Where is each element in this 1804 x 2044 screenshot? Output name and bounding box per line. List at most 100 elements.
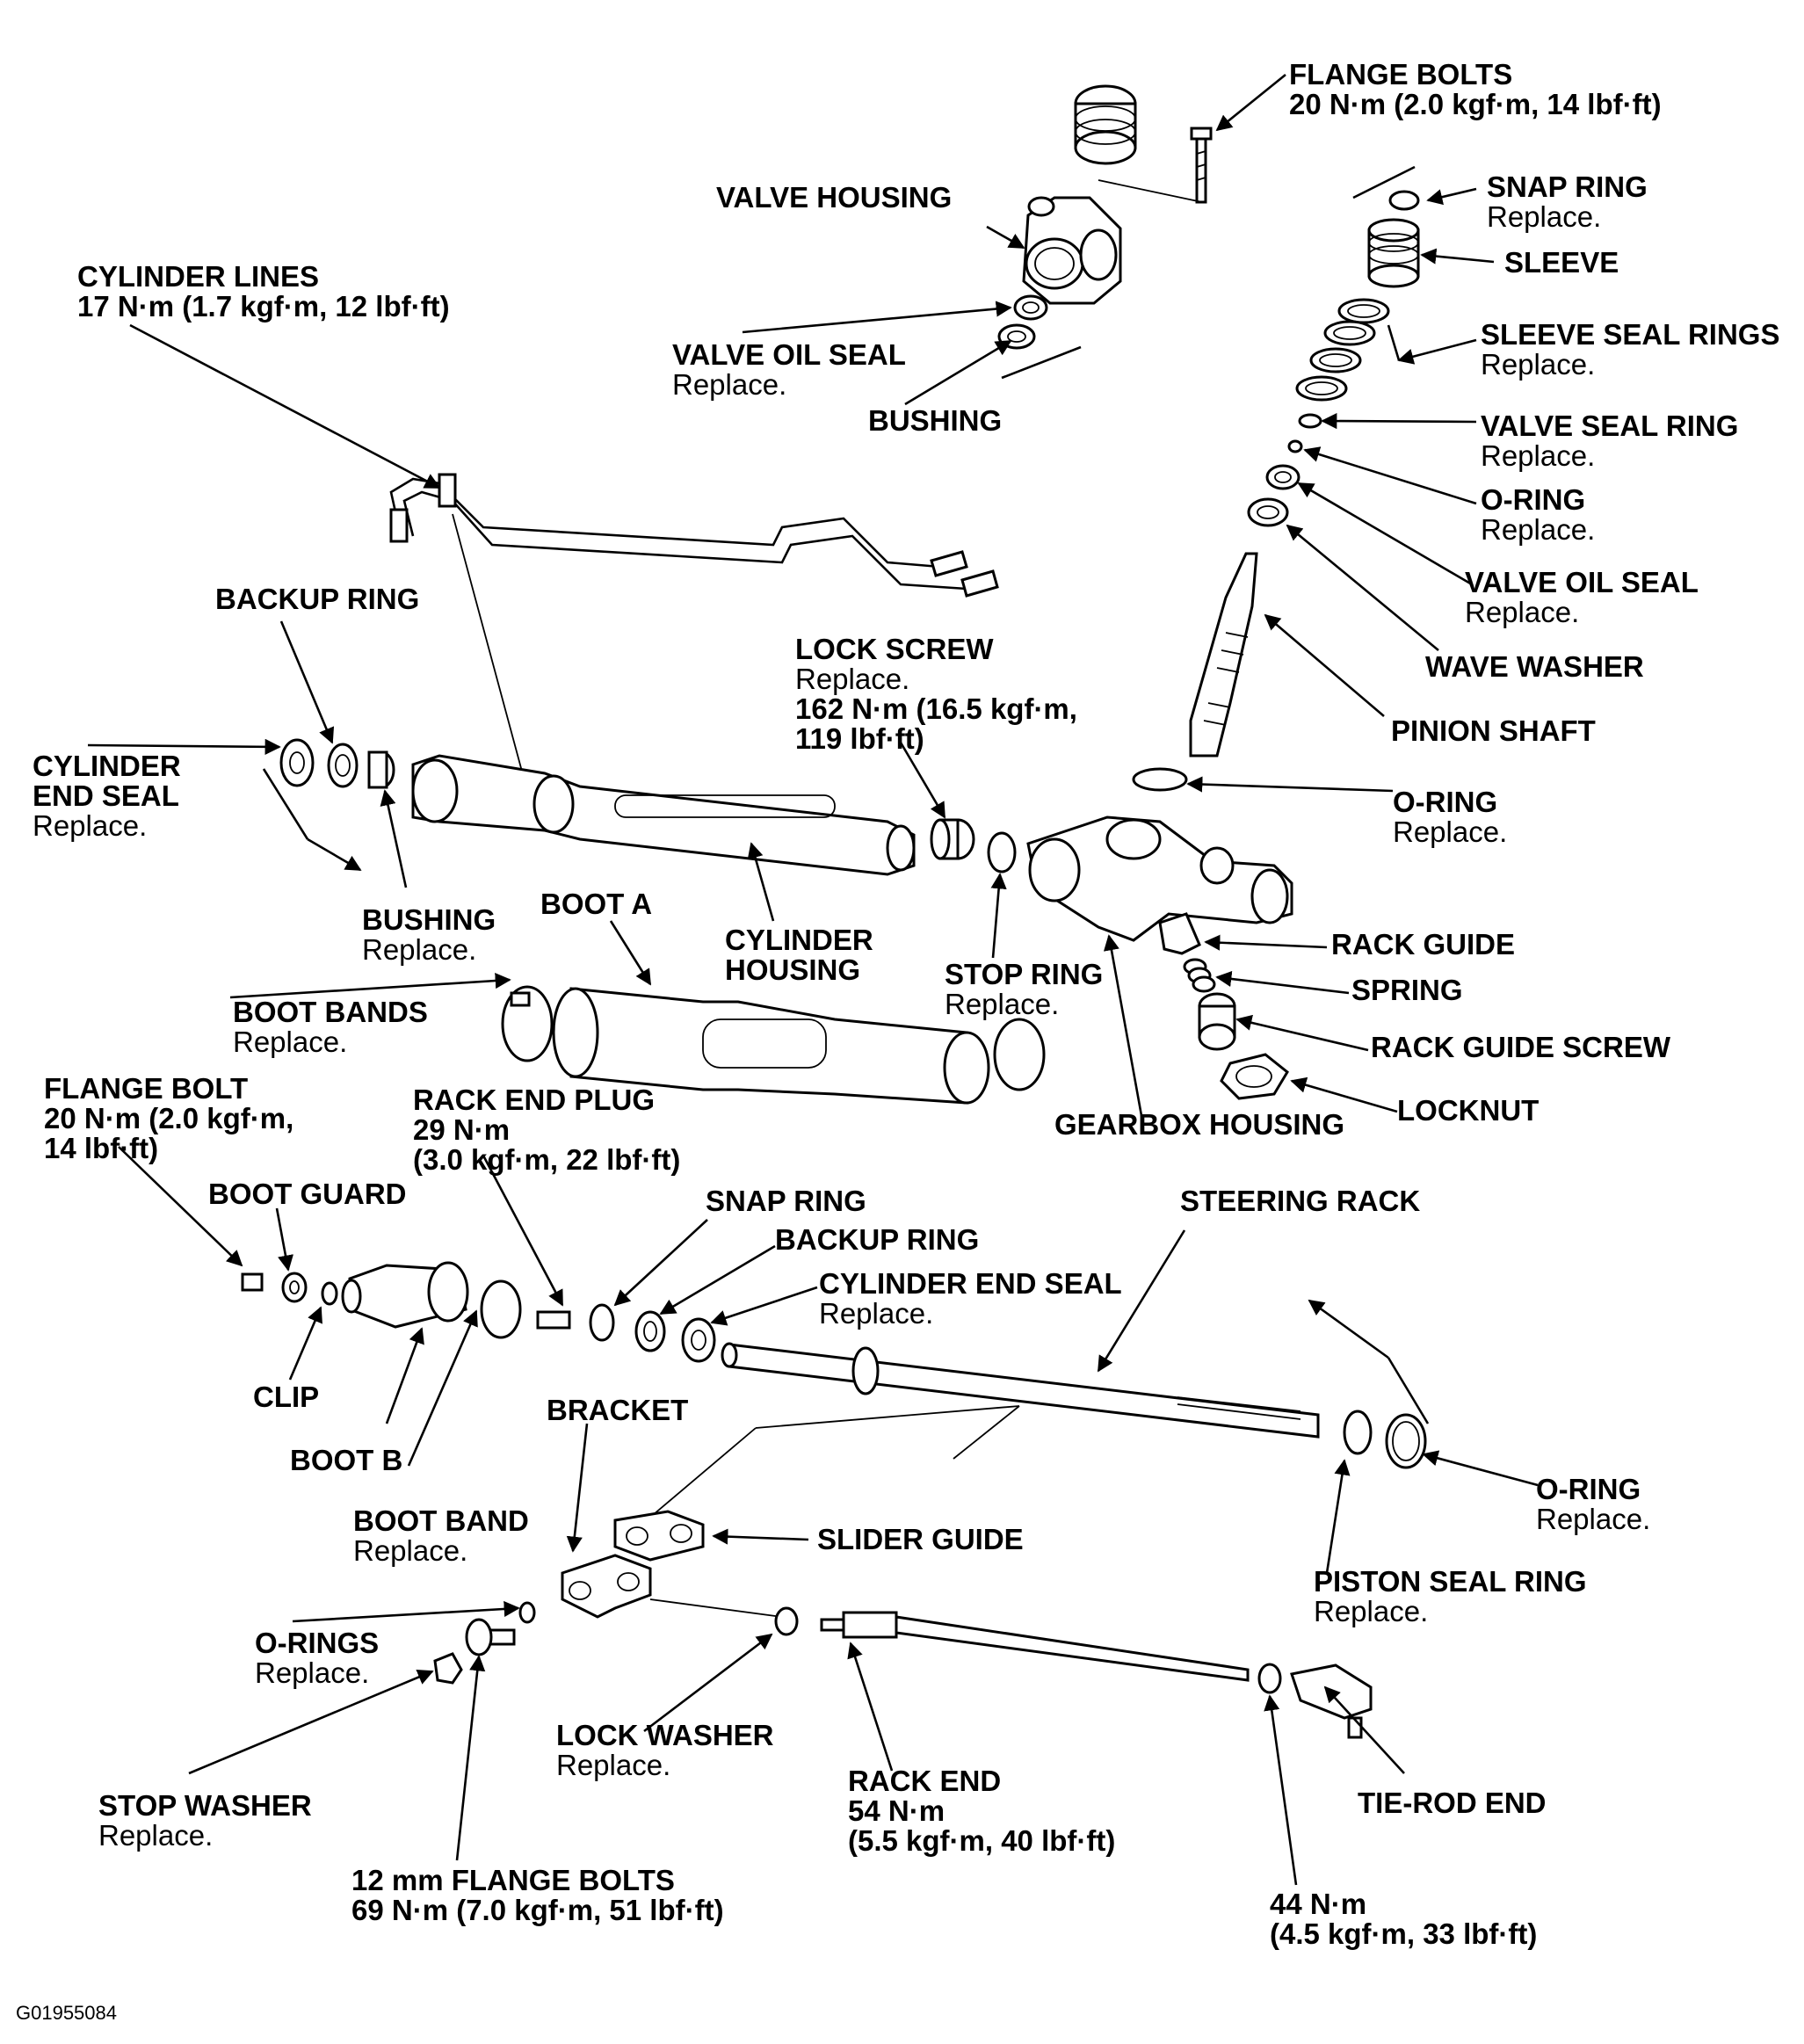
cylinder-lines-part bbox=[389, 473, 999, 598]
rack-end-label: RACK END 54 N·m (5.5 kgf·m, 40 lbf·ft) bbox=[848, 1765, 1116, 1857]
boot-bands-label: BOOT BANDS Replace. bbox=[233, 996, 428, 1058]
boot-guard-label: BOOT GUARD bbox=[208, 1178, 407, 1210]
snap-ring-top-part bbox=[1388, 190, 1420, 211]
boot-guard-part bbox=[281, 1272, 308, 1303]
stop-ring-label: STOP RING Replace. bbox=[945, 958, 1104, 1020]
backup-ring-bottom-label: BACKUP RING bbox=[775, 1223, 980, 1256]
slider-guide-label: SLIDER GUIDE bbox=[817, 1523, 1024, 1555]
lock-screw-part bbox=[930, 818, 975, 860]
valve-housing-part bbox=[1022, 196, 1122, 305]
tie-rod-end-part bbox=[1290, 1663, 1373, 1739]
sleeve-seal-rings-part bbox=[1295, 298, 1390, 402]
dust-seal-part bbox=[1074, 84, 1137, 165]
valve-oil-seal-left-label: VALVE OIL SEAL Replace. bbox=[672, 338, 906, 401]
bushing-top-label: BUSHING bbox=[868, 404, 1003, 437]
cylinder-end-seal-bottom-part bbox=[681, 1317, 716, 1363]
stop-washer-label: STOP WASHER Replace. bbox=[98, 1789, 312, 1852]
rack-guide-screw-part bbox=[1198, 992, 1236, 1051]
rack-guide-part bbox=[1158, 912, 1201, 955]
o-rings-part bbox=[518, 1601, 536, 1624]
backup-ring-bottom-part bbox=[634, 1310, 666, 1352]
boot-band-label: BOOT BAND Replace. bbox=[353, 1504, 529, 1567]
o-ring-mid-part bbox=[1132, 767, 1188, 792]
bushing-mid-part bbox=[367, 750, 395, 789]
flange-bolts-label: FLANGE BOLTS 20 N·m (2.0 kgf·m, 14 lbf·f… bbox=[1289, 58, 1662, 120]
leader-lines bbox=[87, 73, 1539, 1886]
o-ring-bottom-part bbox=[1385, 1413, 1427, 1469]
snap-ring-top-label: SNAP RING Replace. bbox=[1487, 170, 1648, 233]
steering-rack-part bbox=[721, 1342, 1320, 1439]
piston-seal-ring-part bbox=[1343, 1410, 1373, 1455]
cylinder-housing-label: CYLINDER HOUSING bbox=[725, 924, 873, 986]
steering-rack-label: STEERING RACK bbox=[1180, 1185, 1421, 1217]
flange-bolts-12mm-label: 12 mm FLANGE BOLTS 69 N·m (7.0 kgf·m, 51… bbox=[351, 1864, 724, 1926]
valve-oil-seal-right-part bbox=[1265, 464, 1300, 490]
flange-bolt-label: FLANGE BOLT 20 N·m (2.0 kgf·m, 14 lbf·ft… bbox=[44, 1072, 294, 1164]
o-ring-bottom-label: O-RING Replace. bbox=[1536, 1473, 1651, 1535]
locknut-part bbox=[1220, 1053, 1289, 1100]
bracket-part bbox=[561, 1554, 652, 1619]
sleeve-label: SLEEVE bbox=[1504, 246, 1619, 279]
locknut-label: LOCKNUT bbox=[1397, 1094, 1540, 1127]
tie-rod-locknut-part bbox=[1257, 1663, 1282, 1694]
gearbox-housing-part bbox=[1026, 815, 1293, 942]
o-rings-label: O-RINGS Replace. bbox=[255, 1627, 380, 1689]
snap-ring-bottom-label: SNAP RING bbox=[706, 1185, 866, 1217]
valve-oil-seal-right-label: VALVE OIL SEAL Replace. bbox=[1465, 566, 1699, 628]
snap-ring-bottom-part bbox=[589, 1303, 615, 1342]
lock-screw-label: LOCK SCREW Replace. 162 N·m (16.5 kgf·m,… bbox=[795, 633, 1077, 755]
boot-a-part bbox=[552, 987, 990, 1105]
cylinder-end-seal-bottom-label: CYLINDER END SEAL Replace. bbox=[819, 1267, 1122, 1330]
gearbox-housing-label: GEARBOX HOUSING bbox=[1054, 1108, 1345, 1141]
valve-seal-ring-label: VALVE SEAL RING Replace. bbox=[1481, 410, 1739, 472]
tie-rod-end-label: TIE-ROD END bbox=[1358, 1787, 1547, 1819]
slider-guide-part bbox=[613, 1510, 705, 1562]
valve-seal-ring-part bbox=[1298, 413, 1322, 429]
backup-ring-top-part bbox=[327, 743, 359, 788]
boot-a-label: BOOT A bbox=[540, 888, 653, 920]
valve-oil-seal-left-part bbox=[1013, 294, 1048, 321]
spring-label: SPRING bbox=[1351, 974, 1463, 1006]
bushing-mid-label: BUSHING Replace. bbox=[362, 903, 496, 966]
clip-label: CLIP bbox=[253, 1381, 320, 1413]
flange-bolts-part bbox=[1190, 127, 1213, 204]
cylinder-end-seal-top-part bbox=[279, 738, 315, 787]
lock-washer-part bbox=[774, 1606, 799, 1636]
piston-seal-ring-label: PISTON SEAL RING Replace. bbox=[1314, 1565, 1587, 1627]
pinion-shaft-label: PINION SHAFT bbox=[1391, 714, 1596, 747]
boot-band-left-part bbox=[501, 985, 554, 1062]
wave-washer-label: WAVE WASHER bbox=[1425, 650, 1644, 683]
rack-end-part bbox=[820, 1611, 1250, 1682]
cylinder-lines-label: CYLINDER LINES 17 N·m (1.7 kgf·m, 12 lbf… bbox=[77, 260, 450, 323]
rack-end-plug-part bbox=[536, 1310, 571, 1330]
wave-washer-part bbox=[1247, 497, 1289, 527]
o-ring-upper-label: O-RING Replace. bbox=[1481, 483, 1596, 546]
sleeve-seal-rings-label: SLEEVE SEAL RINGS Replace. bbox=[1481, 318, 1780, 381]
spring-part bbox=[1183, 958, 1216, 993]
sleeve-part bbox=[1367, 218, 1420, 288]
tie-rod-torque-label: 44 N·m (4.5 kgf·m, 33 lbf·ft) bbox=[1270, 1888, 1538, 1950]
flange-bolt-part bbox=[241, 1272, 264, 1292]
o-ring-upper-part bbox=[1287, 439, 1303, 453]
cylinder-end-seal-top-label: CYLINDER END SEAL Replace. bbox=[33, 750, 181, 842]
boot-b-part bbox=[341, 1261, 469, 1329]
rack-end-plug-label: RACK END PLUG 29 N·m (3.0 kgf·m, 22 lbf·… bbox=[413, 1084, 681, 1176]
clip-part bbox=[321, 1281, 338, 1306]
boot-band-right-part bbox=[993, 1018, 1046, 1091]
bracket-label: BRACKET bbox=[547, 1394, 689, 1426]
pinion-shaft-part bbox=[1189, 552, 1258, 757]
rack-guide-label: RACK GUIDE bbox=[1331, 928, 1516, 960]
boot-b-label: BOOT B bbox=[290, 1444, 403, 1476]
cylinder-housing-part bbox=[411, 754, 916, 876]
valve-housing-label: VALVE HOUSING bbox=[716, 181, 953, 214]
stop-ring-part bbox=[987, 831, 1017, 873]
lock-washer-label: LOCK WASHER Replace. bbox=[556, 1719, 774, 1781]
rack-guide-screw-label: RACK GUIDE SCREW bbox=[1371, 1031, 1671, 1063]
backup-ring-top-label: BACKUP RING bbox=[215, 583, 420, 615]
figure-id: G01955084 bbox=[16, 2002, 117, 2024]
flange-bolts-12mm-part bbox=[465, 1618, 516, 1656]
boot-band-bottom-part bbox=[480, 1279, 522, 1339]
stop-washer-part bbox=[433, 1652, 463, 1685]
o-ring-mid-label: O-RING Replace. bbox=[1393, 786, 1508, 848]
